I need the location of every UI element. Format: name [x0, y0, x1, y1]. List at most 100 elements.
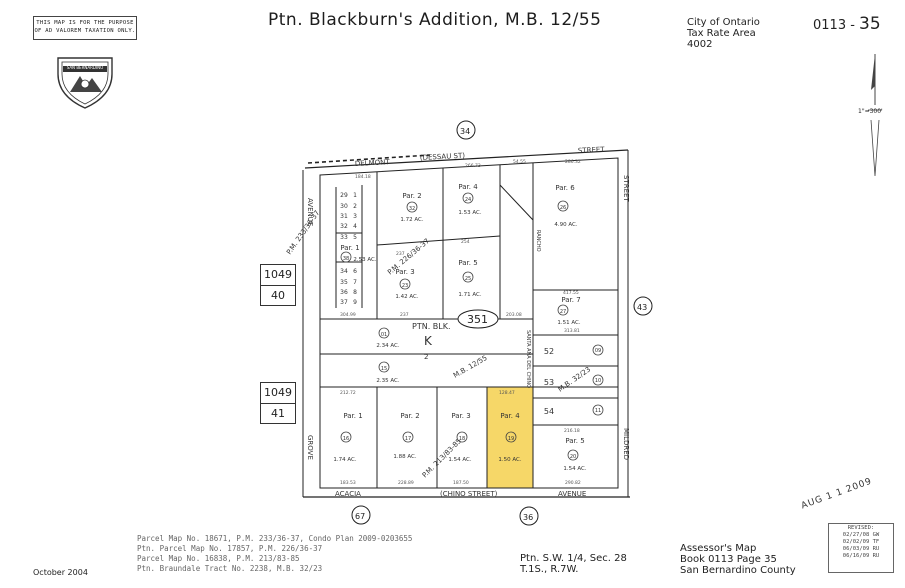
block-boundary: [319, 157, 619, 489]
lot-52: 52: [544, 347, 554, 356]
parcel-13-num: 19: [508, 436, 514, 442]
footer-line-1: Parcel Map No. 18671, P.M. 233/36-37, Co…: [137, 534, 413, 543]
adjacent-page-east-circle: [633, 296, 653, 316]
parcel-8-acres: 2.34 AC.: [376, 343, 400, 349]
dim-n-h: 304.99: [340, 312, 356, 318]
west-street-label-bottom: GROVE: [306, 435, 314, 460]
dim-n-a: 184.18: [355, 174, 371, 180]
parcel-6-acres: 1.71 AC.: [458, 292, 482, 298]
parcel-10-num: 16: [343, 436, 349, 442]
book-ref-top-num: 1049: [264, 268, 292, 281]
assessor-line-1: Assessor's Map: [680, 543, 757, 554]
revised-date-2: 02/02/09 TF: [842, 539, 880, 545]
parcel-3-num: 26: [560, 205, 566, 211]
lot-9: 9: [353, 299, 357, 306]
rancho-label: RANCHO: [535, 230, 541, 252]
dim-n-k: 313.81: [564, 328, 580, 334]
book-ref-bottom-sub: 41: [261, 403, 295, 424]
lot-36: 36: [340, 289, 348, 296]
dim-n-n: 216.18: [564, 428, 580, 434]
page-north-num: 34: [460, 127, 470, 136]
lot-52-num: 09: [595, 348, 601, 354]
east-street-label-top: STREET: [622, 175, 630, 202]
dim-s-b: 228.89: [398, 480, 414, 486]
parcel-2-num: 24: [465, 197, 471, 203]
city-block: City of Ontario Tax Rate Area 4002: [687, 17, 760, 50]
lot-7: 7: [353, 279, 357, 286]
parcel-4-num: 38: [343, 256, 349, 262]
parcel-11-num: 17: [405, 436, 411, 442]
parcel-7-num: 27: [560, 309, 566, 315]
book-ref-1049-41: 1049 41: [260, 382, 296, 424]
parcel-5-label: Par. 3: [395, 268, 414, 276]
center-page-oval: [457, 309, 499, 329]
parcel-10-label: Par. 1: [343, 412, 362, 420]
page-center-num: 351: [467, 313, 488, 326]
page-south-left-num: 67: [355, 512, 365, 521]
dim-n-m: 128.47: [499, 390, 515, 396]
footer-line-4: Ptn. Braundale Tract No. 2238, M.B. 32/2…: [137, 564, 323, 573]
scale-label: 1"=300': [858, 108, 883, 115]
parcel-5-acres: 1.42 AC.: [395, 294, 419, 300]
book-ref-1049-40: 1049 40: [260, 264, 296, 306]
lot-54: 54: [544, 407, 554, 416]
parcel-3-acres: 4.90 AC.: [554, 222, 578, 228]
mb-12-label: M.B. 12/55: [452, 354, 489, 380]
south-street-label-b: (CHINO STREET): [440, 490, 498, 498]
parcel-1-label: Par. 2: [402, 192, 421, 200]
book-ref-bottom-num: 1049: [264, 386, 292, 399]
lot-3: 3: [353, 213, 357, 220]
parcel-2-acres: 1.53 AC.: [458, 210, 482, 216]
seal-text: SAN BERNARDINO: [66, 65, 104, 70]
book-ref-top-sub: 40: [261, 285, 295, 306]
parcel-11-acres: 1.88 AC.: [393, 454, 417, 460]
map-date: October 2004: [33, 568, 88, 577]
parcel-12-acres: 1.54 AC.: [448, 457, 472, 463]
parcel-14-acres: 1.54 AC.: [563, 466, 587, 472]
delmont-dash: [307, 154, 431, 164]
parcel-6-num: 25: [465, 276, 471, 282]
dim-n-i: 237: [400, 312, 409, 318]
parcel-3-label: Par. 6: [555, 184, 575, 192]
notice-line-1: THIS MAP IS FOR THE PURPOSE: [36, 20, 134, 26]
footer-line-3: Parcel Map No. 16838, P.M. 213/83-85: [137, 554, 300, 563]
block-label: PTN. BLK.: [412, 322, 451, 331]
dim-n-g: 417.55: [563, 290, 579, 296]
highlighted-parcel: [486, 386, 534, 489]
parcel-4-acres: 2.53 AC.: [353, 257, 377, 263]
assessor-line-3: San Bernardino County: [680, 565, 796, 576]
lot-1: 1: [353, 192, 357, 199]
adjacent-page-south-left-circle: [351, 505, 371, 525]
lot-53-num: 10: [595, 378, 601, 384]
parcel-14-num: 20: [570, 454, 576, 460]
north-street-label-a: DELMONT: [355, 158, 391, 168]
dim-n-b: 266.73: [465, 163, 481, 169]
notice-line-2: OF AD VALOREM TAXATION ONLY.: [34, 28, 136, 34]
parcel-map-list: Parcel Map No. 18671, P.M. 233/36-37, Co…: [137, 534, 412, 574]
revised-date-3: 06/03/09 RU: [842, 546, 880, 552]
parcel-1-num: 32: [409, 206, 415, 212]
dim-n-e: 237: [396, 251, 405, 257]
parcel-4-label: Par. 1: [340, 244, 359, 252]
map-title: Ptn. Blackburn's Addition, M.B. 12/55: [268, 10, 602, 30]
dim-n-j: 203.08: [506, 312, 522, 318]
sec-line-1: Ptn. S.W. 1/4, Sec. 28: [520, 553, 627, 564]
parcel-11-label: Par. 2: [400, 412, 419, 420]
dim-n-d: 286.32: [565, 159, 581, 165]
adjacent-page-north-circle: [456, 120, 476, 140]
north-street-label-c: STREET: [578, 146, 606, 155]
lot-37: 37: [340, 299, 348, 306]
parcel-8-num: 01: [381, 332, 387, 338]
block-letter: K: [424, 334, 433, 348]
map-page: 35: [859, 14, 881, 34]
county-seal-icon: [57, 57, 113, 109]
tax-rate-area-label: Tax Rate Area: [687, 28, 756, 39]
revised-box: REVISED: 02/27/08 GW 02/02/09 TF 06/03/0…: [828, 523, 894, 573]
santa-ana-label: SANTA ANA DEL CHINO: [525, 330, 531, 388]
tax-rate-area: 4002: [687, 39, 713, 50]
parcel-10-acres: 1.74 AC.: [333, 457, 357, 463]
dim-s-a: 183.53: [340, 480, 356, 486]
lot-35: 35: [340, 279, 348, 286]
parcel-6-label: Par. 5: [458, 259, 477, 267]
